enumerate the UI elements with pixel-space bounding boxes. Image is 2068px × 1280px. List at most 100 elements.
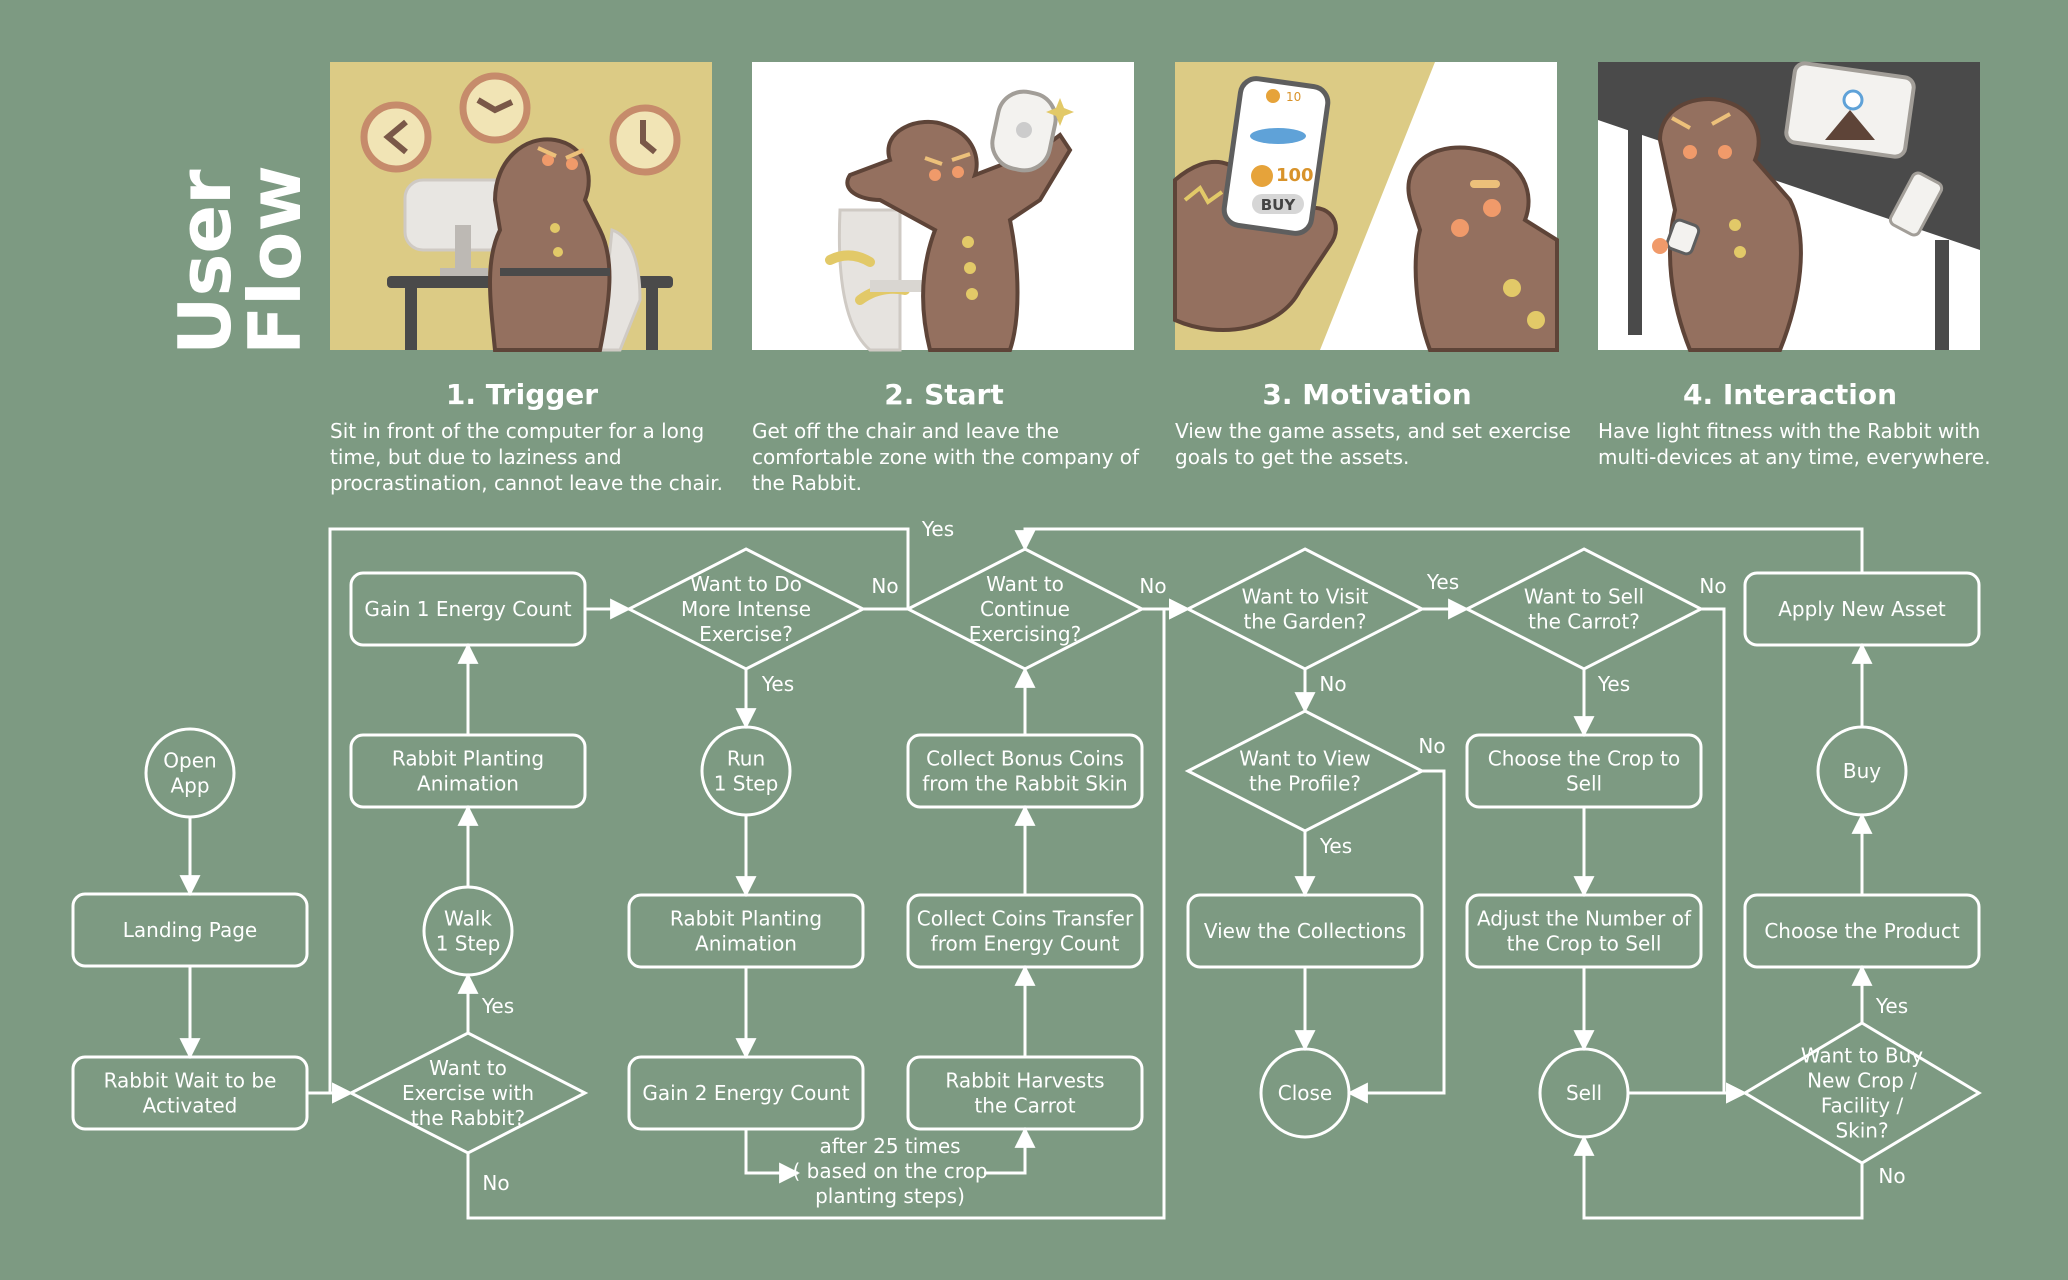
node-view-collections: View the Collections bbox=[1186, 893, 1424, 969]
flow-arrow bbox=[1573, 1134, 1864, 1220]
edge-label-yes: Yes bbox=[481, 994, 514, 1018]
process-box bbox=[71, 1055, 309, 1131]
phone-buy-label: BUY bbox=[1261, 196, 1297, 214]
node-label-line: from the Rabbit Skin bbox=[922, 772, 1127, 796]
node-label-line: Buy bbox=[1843, 759, 1881, 783]
flow-arrow bbox=[1346, 769, 1446, 1104]
process-box bbox=[1465, 893, 1703, 969]
node-label-line: Rabbit Planting bbox=[670, 907, 822, 931]
flow-arrow bbox=[1014, 527, 1864, 573]
node-label-line: Want to View bbox=[1239, 747, 1371, 771]
process-box bbox=[627, 893, 865, 969]
node-label-line: from Energy Count bbox=[931, 932, 1120, 956]
node-label-line: Collect Coins Transfer bbox=[917, 907, 1134, 931]
node-label-line: the Profile? bbox=[1249, 772, 1361, 796]
node-label-line: Apply New Asset bbox=[1778, 597, 1946, 621]
terminal-circle bbox=[422, 885, 514, 977]
node-label-line: Choose the Product bbox=[1764, 919, 1959, 943]
node-label-line: Walk bbox=[444, 907, 492, 931]
node-label-line: Close bbox=[1278, 1081, 1332, 1105]
node-label-line: Continue bbox=[980, 597, 1070, 621]
terminal-circle bbox=[1816, 725, 1908, 817]
process-box bbox=[1743, 571, 1981, 647]
node-label-line: Gain 2 Energy Count bbox=[642, 1081, 849, 1105]
node-sell: Sell bbox=[1538, 1047, 1630, 1139]
illustration-strip: 10 100 BUY bbox=[330, 61, 1980, 352]
node-label-line: Adjust the Number of bbox=[1477, 907, 1692, 931]
edge-label-no: No bbox=[482, 1171, 509, 1195]
edge-label-yes: Yes bbox=[921, 517, 954, 541]
node-label-line: Rabbit Harvests bbox=[945, 1069, 1104, 1093]
node-label-line: Want to Visit bbox=[1242, 585, 1369, 609]
phone-coin-small: 10 bbox=[1286, 90, 1301, 104]
node-label-line: Animation bbox=[695, 932, 797, 956]
process-box bbox=[1465, 733, 1703, 809]
process-box bbox=[906, 733, 1144, 809]
process-box bbox=[906, 893, 1144, 969]
flow-arrow bbox=[328, 527, 910, 1104]
decision-diamond bbox=[1463, 547, 1705, 671]
node-label-line: Collect Bonus Coins bbox=[926, 747, 1124, 771]
node-label-line: View the Collections bbox=[1204, 919, 1406, 943]
phone-coin-big: 100 bbox=[1276, 165, 1314, 186]
node-label-line: Sell bbox=[1566, 772, 1602, 796]
process-box bbox=[906, 1055, 1144, 1131]
node-gain-2: Gain 2 Energy Count bbox=[627, 1055, 865, 1131]
terminal-circle bbox=[700, 725, 792, 817]
flow-arrow bbox=[984, 1126, 1036, 1175]
node-label-line: Exercise with bbox=[402, 1081, 534, 1105]
decision-diamond bbox=[347, 1031, 589, 1155]
edge-label-no: No bbox=[1319, 672, 1346, 696]
edge-label-no: No bbox=[1878, 1164, 1905, 1188]
process-box bbox=[349, 733, 587, 809]
node-label-line: Want to Do bbox=[690, 572, 802, 596]
node-label-line: Gain 1 Energy Count bbox=[364, 597, 571, 621]
node-label-line: Activated bbox=[143, 1094, 238, 1118]
node-label-line: More Intense bbox=[681, 597, 811, 621]
node-label-line: Want to Sell bbox=[1524, 585, 1644, 609]
edge-label-yes: Yes bbox=[761, 672, 794, 696]
step-4-desc: Have light fitness with the Rabbit with … bbox=[1598, 419, 1991, 469]
decision-diamond bbox=[1184, 709, 1426, 833]
node-label-line: Exercise? bbox=[699, 622, 793, 646]
node-label-line: Run bbox=[727, 747, 765, 771]
edge-label-no: No bbox=[1139, 574, 1166, 598]
node-label-line: App bbox=[170, 774, 209, 798]
node-label-line: the Crop to Sell bbox=[1507, 932, 1662, 956]
node-label-line: Rabbit Wait to be bbox=[104, 1069, 277, 1093]
process-box bbox=[71, 892, 309, 968]
flow-arrow bbox=[466, 598, 1191, 1220]
step-3-title: 3. Motivation bbox=[1262, 378, 1472, 411]
panel-trigger-illustration bbox=[330, 62, 712, 352]
node-label-line: Choose the Crop to bbox=[1488, 747, 1681, 771]
process-box bbox=[1186, 893, 1424, 969]
node-label-line: the Rabbit? bbox=[411, 1106, 525, 1130]
step-2-title: 2. Start bbox=[884, 378, 1004, 411]
process-box bbox=[627, 1055, 865, 1131]
node-close: Close bbox=[1259, 1047, 1351, 1139]
node-label-line: Open bbox=[163, 749, 216, 773]
flow-arrow bbox=[744, 1129, 801, 1184]
edge-label-yes: Yes bbox=[1426, 570, 1459, 594]
edge-label-yes: Yes bbox=[1597, 672, 1630, 696]
edge-label-no: No bbox=[1418, 734, 1445, 758]
step-2-desc: Get off the chair and leave the comforta… bbox=[752, 419, 1140, 495]
node-choose-product: Choose the Product bbox=[1743, 893, 1981, 969]
node-label-line: Animation bbox=[417, 772, 519, 796]
node-landing-page: Landing Page bbox=[71, 892, 309, 968]
note-line: ( based on the crop bbox=[792, 1159, 987, 1183]
node-label-line: New Crop / bbox=[1807, 1069, 1917, 1093]
node-label-line: the Carrot bbox=[974, 1094, 1075, 1118]
